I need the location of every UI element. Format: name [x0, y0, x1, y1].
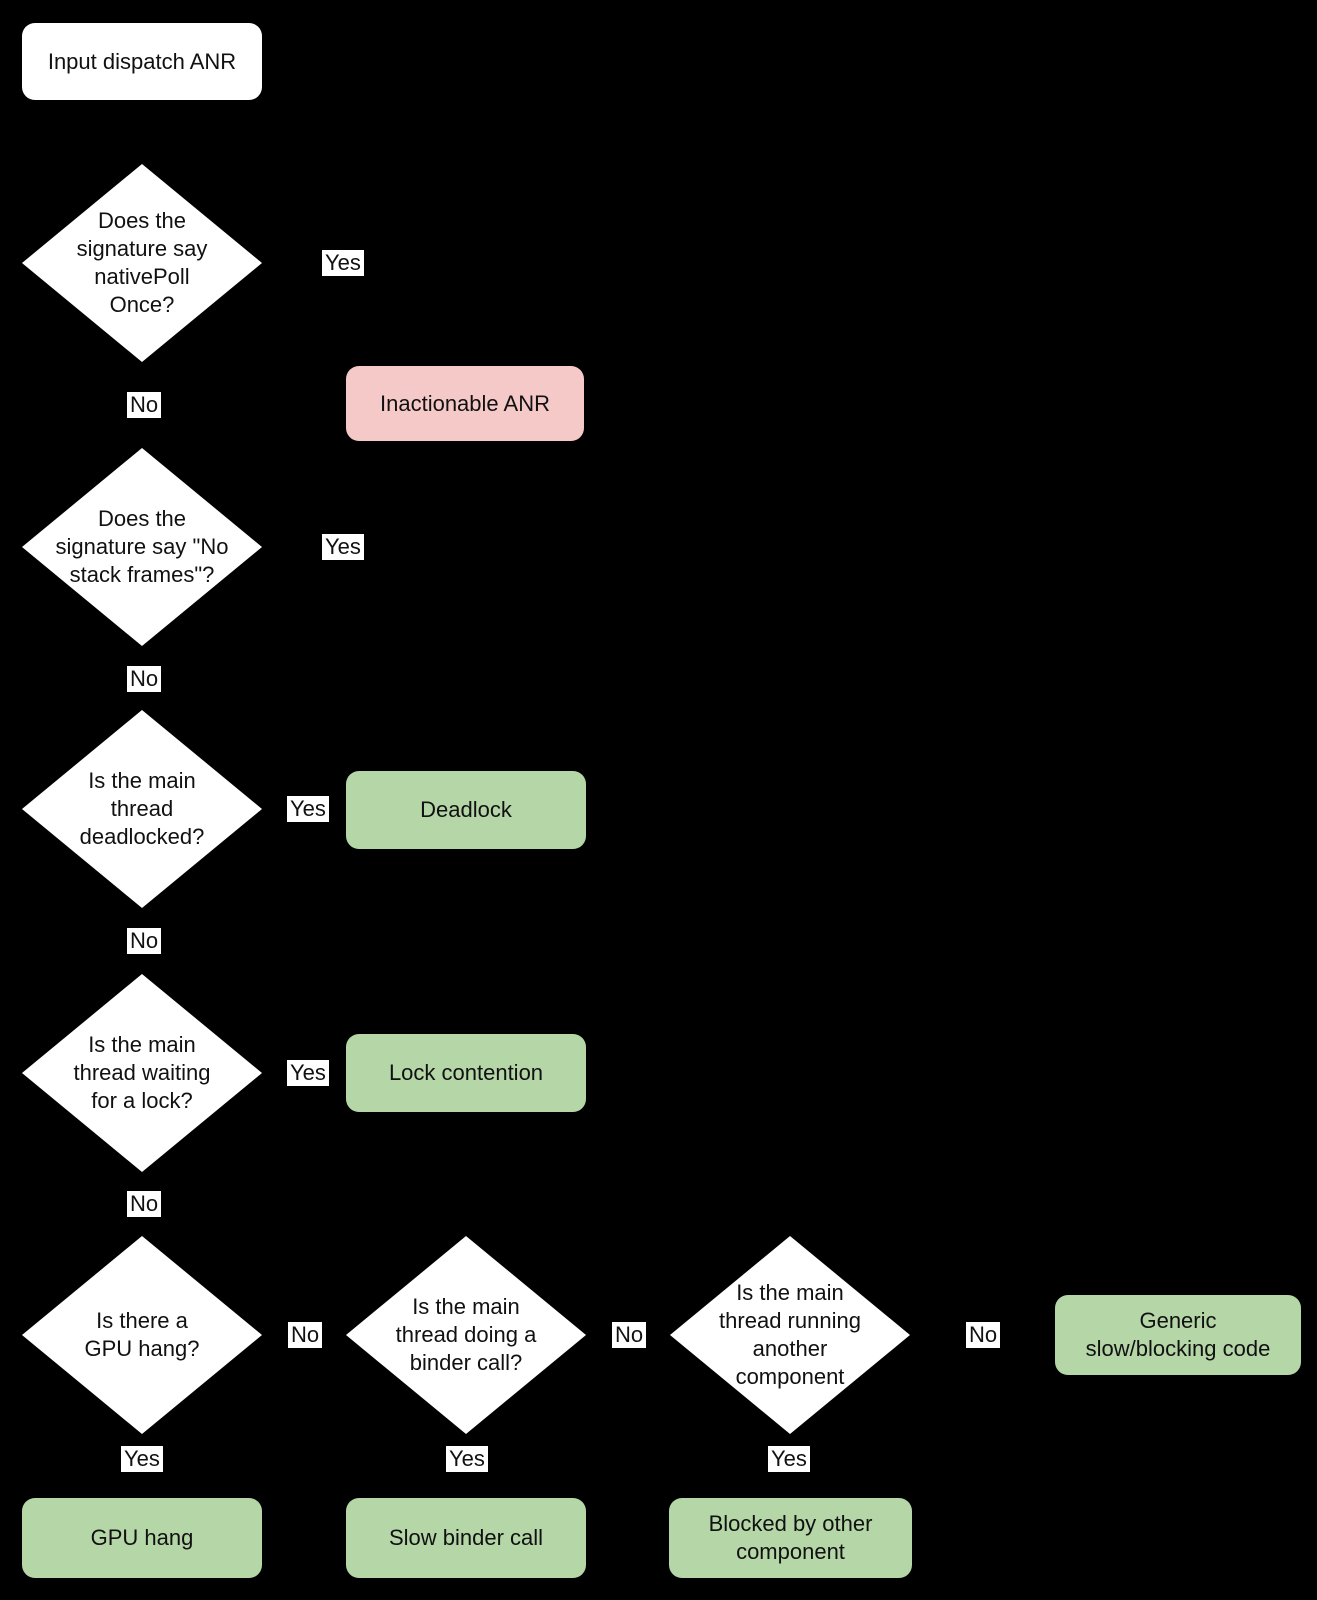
edge-label-yes-d5: Yes [121, 1446, 163, 1472]
start-node-input-dispatch-anr: Input dispatch ANR [22, 23, 262, 100]
decision-gpu-hang: Is there a GPU hang? [22, 1236, 262, 1434]
edge-label-yes-d2: Yes [322, 534, 364, 560]
edge-label-no-d6: No [612, 1322, 647, 1348]
outcome-blocked-by-other-component: Blocked by other component [669, 1498, 912, 1578]
edge-label-yes-d4: Yes [287, 1060, 329, 1086]
decision-main-thread-deadlocked: Is the main thread deadlocked? [22, 710, 262, 908]
edge-label-yes-d1: Yes [322, 250, 364, 276]
decision-main-thread-waiting-lock: Is the main thread waiting for a lock? [22, 974, 262, 1172]
outcome-generic-slow-blocking-code: Generic slow/blocking code [1055, 1295, 1301, 1375]
decision-running-another-component: Is the main thread running another compo… [670, 1236, 910, 1434]
outcome-deadlock: Deadlock [346, 771, 586, 849]
decision-binder-call: Is the main thread doing a binder call? [346, 1236, 586, 1434]
edge-label-no-d7: No [966, 1322, 1001, 1348]
outcome-gpu-hang: GPU hang [22, 1498, 262, 1578]
outcome-lock-contention: Lock contention [346, 1034, 586, 1112]
edge-label-yes-d3: Yes [287, 796, 329, 822]
outcome-slow-binder-call: Slow binder call [346, 1498, 586, 1578]
edge-label-yes-d6: Yes [446, 1446, 488, 1472]
decision-signature-nativepollonce: Does the signature say nativePoll Once? [22, 164, 262, 362]
edge-label-no-d3: No [127, 928, 162, 954]
edge-label-no-d1: No [127, 392, 162, 418]
edge-label-yes-d7: Yes [768, 1446, 810, 1472]
edge-label-no-d2: No [127, 666, 162, 692]
edge-label-no-d5: No [288, 1322, 323, 1348]
outcome-inactionable-anr: Inactionable ANR [346, 366, 584, 441]
edge-label-no-d4: No [127, 1191, 162, 1217]
decision-signature-no-stack-frames: Does the signature say "No stack frames"… [22, 448, 262, 646]
